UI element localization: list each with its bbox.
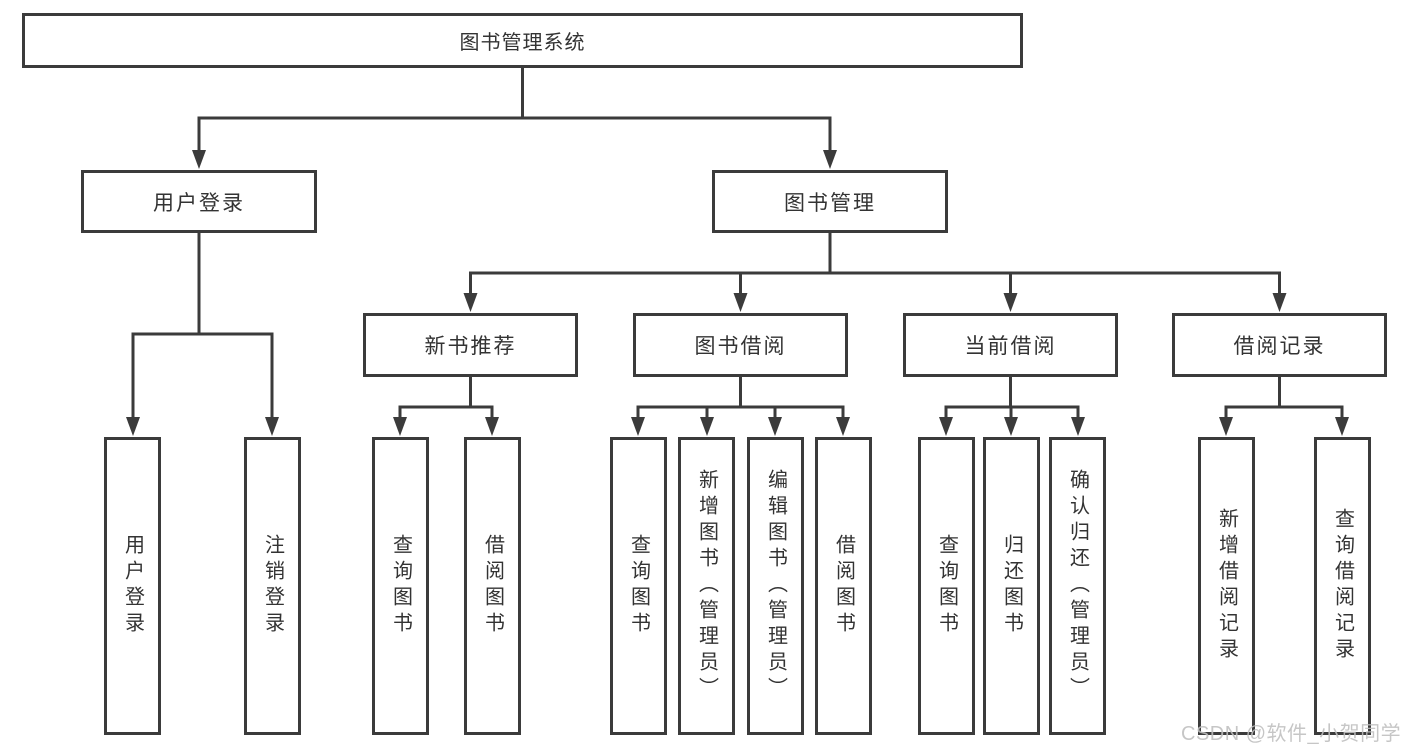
arrow-down-icon	[265, 417, 279, 436]
leaf-user-login: 用户登录	[104, 437, 161, 735]
node-label: 图书借阅	[694, 335, 787, 358]
leaf-query-borrow-record: 查询借阅记录	[1314, 437, 1371, 735]
leaf-borrow-book: 借阅图书	[815, 437, 872, 735]
node-label: 用户登录	[153, 191, 245, 215]
node-label: 新增借阅记录	[1215, 508, 1238, 664]
node-label: 借阅记录	[1233, 335, 1326, 358]
arrow-down-icon	[768, 417, 782, 436]
leaf-return-book: 归还图书	[983, 437, 1040, 735]
leaf-query-book-current: 查询图书	[918, 437, 975, 735]
node-label: 编辑图书（管理员）	[764, 469, 787, 703]
arrow-down-icon	[1272, 293, 1287, 312]
leaf-borrow-book-recommend: 借阅图书	[464, 437, 521, 735]
arrow-down-icon	[485, 417, 499, 436]
arrow-down-icon	[126, 417, 140, 436]
node-label: 借阅图书	[832, 534, 855, 638]
node-borrow-record: 借阅记录	[1172, 313, 1387, 377]
arrow-down-icon	[836, 417, 850, 436]
arrow-down-icon	[1004, 417, 1018, 436]
leaf-logout: 注销登录	[244, 437, 301, 735]
arrow-down-icon	[939, 417, 953, 436]
arrow-down-icon	[1003, 293, 1018, 312]
node-label: 查询图书	[935, 534, 958, 638]
arrowheads	[126, 150, 1349, 436]
leaf-confirm-return-admin: 确认归还（管理员）	[1049, 437, 1106, 735]
node-root: 图书管理系统	[22, 13, 1023, 68]
watermark-text: CSDN @软件_小贺同学	[1181, 723, 1402, 745]
node-book-management: 图书管理	[712, 170, 948, 233]
arrow-down-icon	[733, 293, 748, 312]
node-label: 当前借阅	[964, 335, 1057, 358]
arrow-down-icon	[1071, 417, 1085, 436]
arrow-down-icon	[463, 293, 478, 312]
node-label: 归还图书	[1000, 534, 1023, 638]
arrow-down-icon	[1335, 417, 1349, 436]
node-label: 新书推荐	[424, 335, 517, 358]
arrow-down-icon	[700, 417, 714, 436]
leaf-add-book-admin: 新增图书（管理员）	[678, 437, 735, 735]
node-label: 图书管理系统	[459, 32, 586, 54]
arrow-down-icon	[393, 417, 407, 436]
leaf-query-book-borrow: 查询图书	[610, 437, 667, 735]
leaf-query-book-recommend: 查询图书	[372, 437, 429, 735]
node-label: 注销登录	[261, 534, 284, 638]
arrow-down-icon	[631, 417, 645, 436]
connector-paths	[131, 68, 1344, 419]
node-book-borrow: 图书借阅	[633, 313, 848, 377]
leaf-edit-book-admin: 编辑图书（管理员）	[747, 437, 804, 735]
node-label: 查询图书	[627, 534, 650, 638]
node-label: 查询图书	[389, 534, 412, 638]
arrow-down-icon	[192, 150, 206, 169]
node-label: 用户登录	[121, 534, 144, 638]
arrow-down-icon	[823, 150, 837, 169]
node-label: 新增图书（管理员）	[695, 469, 718, 703]
node-label: 图书管理	[784, 191, 876, 215]
leaf-add-borrow-record: 新增借阅记录	[1198, 437, 1255, 735]
node-user-login: 用户登录	[81, 170, 317, 233]
node-label: 借阅图书	[481, 534, 504, 638]
node-label: 查询借阅记录	[1331, 508, 1354, 664]
node-new-book-recommend: 新书推荐	[363, 313, 578, 377]
node-current-borrow: 当前借阅	[903, 313, 1118, 377]
node-label: 确认归还（管理员）	[1066, 469, 1089, 703]
arrow-down-icon	[1219, 417, 1233, 436]
